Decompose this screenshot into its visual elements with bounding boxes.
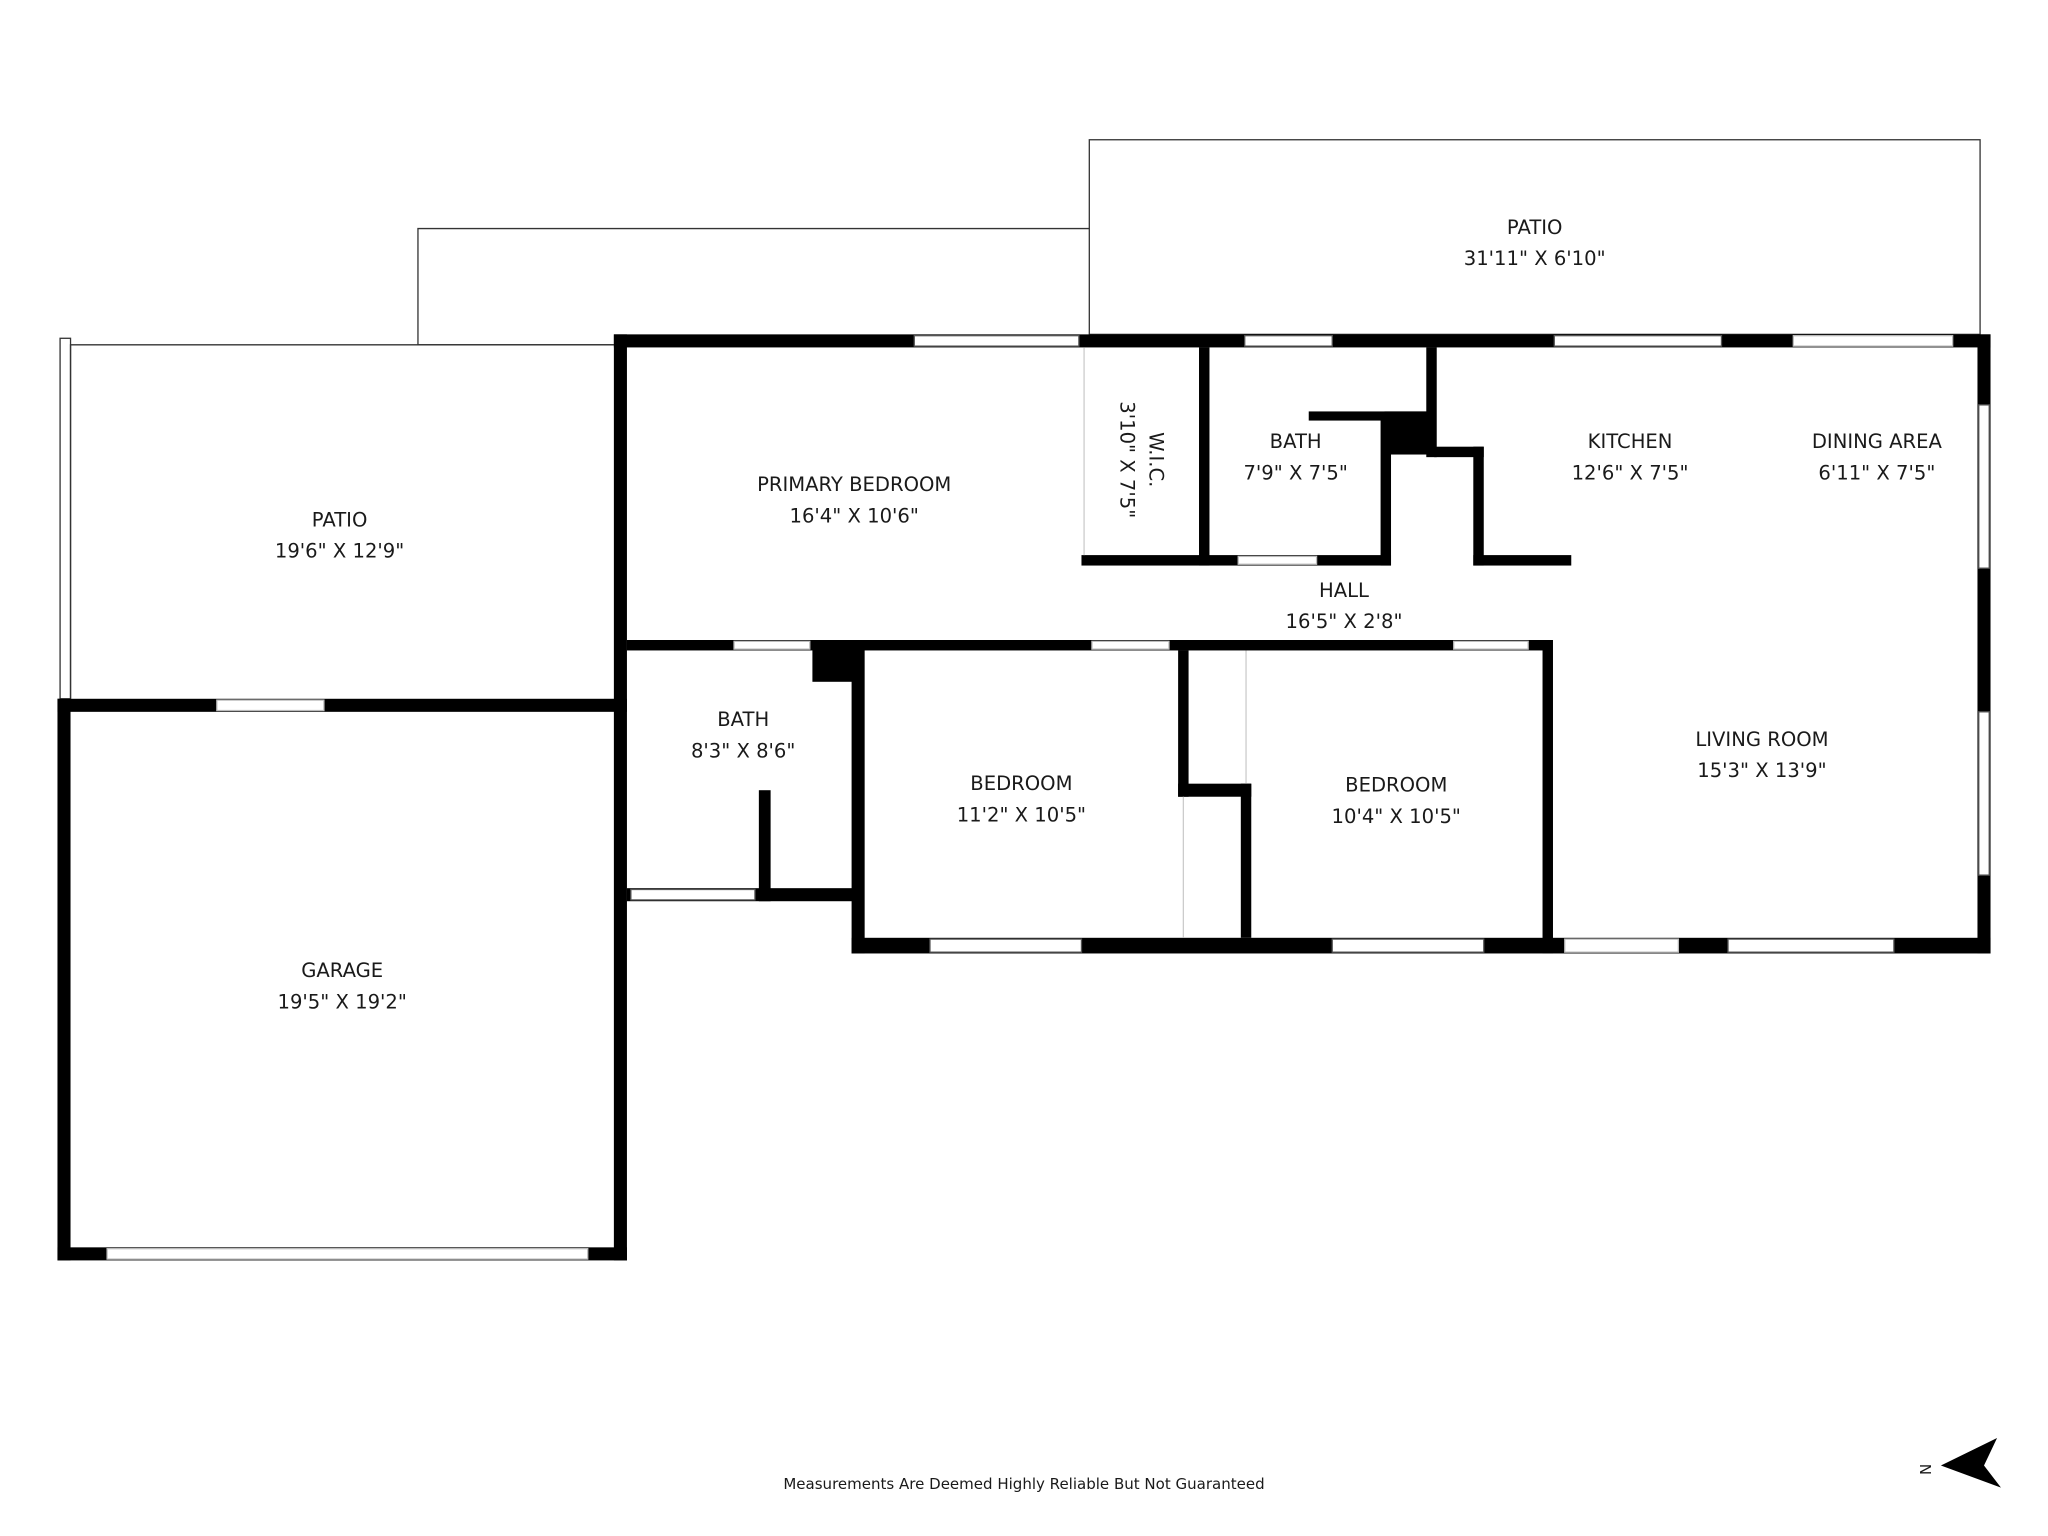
windows-and-openings xyxy=(106,335,1990,1260)
room-dims: 8'3" X 8'6" xyxy=(691,740,795,763)
room-label-kitchen: KITCHEN 12'6" X 7'5" xyxy=(1572,430,1689,484)
room-dims: 6'11" X 7'5" xyxy=(1818,461,1935,484)
room-dims: 7'9" X 7'5" xyxy=(1243,461,1347,484)
room-dims: 16'4" X 10'6" xyxy=(790,504,919,527)
room-dims: 12'6" X 7'5" xyxy=(1572,461,1689,484)
room-label-wic: W.I.C. 3'10" X 7'5" xyxy=(1116,401,1168,518)
patio-outlines xyxy=(59,139,1981,700)
room-name: PATIO xyxy=(312,508,368,531)
room-label-primary-bedroom: PRIMARY BEDROOM 16'4" X 10'6" xyxy=(757,473,951,527)
room-name: KITCHEN xyxy=(1588,430,1673,453)
room-label-patio-west: PATIO 19'6" X 12'9" xyxy=(275,508,404,562)
room-name: W.I.C. xyxy=(1144,432,1167,487)
walls xyxy=(57,334,1991,1261)
room-name: GARAGE xyxy=(301,959,383,982)
room-label-hall: HALL 16'5" X 2'8" xyxy=(1286,579,1403,633)
room-label-bath-south: BATH 8'3" X 8'6" xyxy=(691,708,795,762)
room-label-bedroom-2: BEDROOM 10'4" X 10'5" xyxy=(1332,774,1461,828)
room-dims: 16'5" X 2'8" xyxy=(1286,610,1403,633)
room-name: HALL xyxy=(1319,579,1369,602)
room-name: DINING AREA xyxy=(1812,430,1943,453)
room-name: BATH xyxy=(717,708,769,731)
room-dims: 31'11" X 6'10" xyxy=(1464,247,1606,270)
room-dims: 15'3" X 13'9" xyxy=(1697,759,1826,782)
room-label-living-room: LIVING ROOM 15'3" X 13'9" xyxy=(1695,728,1828,782)
room-dims: 10'4" X 10'5" xyxy=(1332,805,1461,828)
room-dims: 3'10" X 7'5" xyxy=(1116,401,1139,518)
room-label-garage: GARAGE 19'5" X 19'2" xyxy=(278,959,407,1013)
room-dims: 11'2" X 10'5" xyxy=(957,804,1086,827)
north-arrow-icon xyxy=(1940,1438,2001,1488)
room-label-bedroom-1: BEDROOM 11'2" X 10'5" xyxy=(957,772,1086,826)
room-label-bath-north: BATH 7'9" X 7'5" xyxy=(1243,430,1347,484)
disclaimer-note: Measurements Are Deemed Highly Reliable … xyxy=(783,1475,1264,1493)
room-label-patio-north: PATIO 31'11" X 6'10" xyxy=(1464,216,1606,270)
room-name: PATIO xyxy=(1507,216,1563,239)
room-name: BATH xyxy=(1270,430,1322,453)
room-label-dining-area: DINING AREA 6'11" X 7'5" xyxy=(1812,430,1943,484)
room-dims: 19'6" X 12'9" xyxy=(275,540,404,563)
room-name: BEDROOM xyxy=(1345,774,1447,797)
room-name: LIVING ROOM xyxy=(1695,728,1828,751)
room-name: PRIMARY BEDROOM xyxy=(757,473,951,496)
room-dims: 19'5" X 19'2" xyxy=(278,990,407,1013)
compass-label: N xyxy=(1916,1464,1934,1475)
room-name: BEDROOM xyxy=(970,772,1072,795)
compass: N xyxy=(1916,1438,2001,1488)
